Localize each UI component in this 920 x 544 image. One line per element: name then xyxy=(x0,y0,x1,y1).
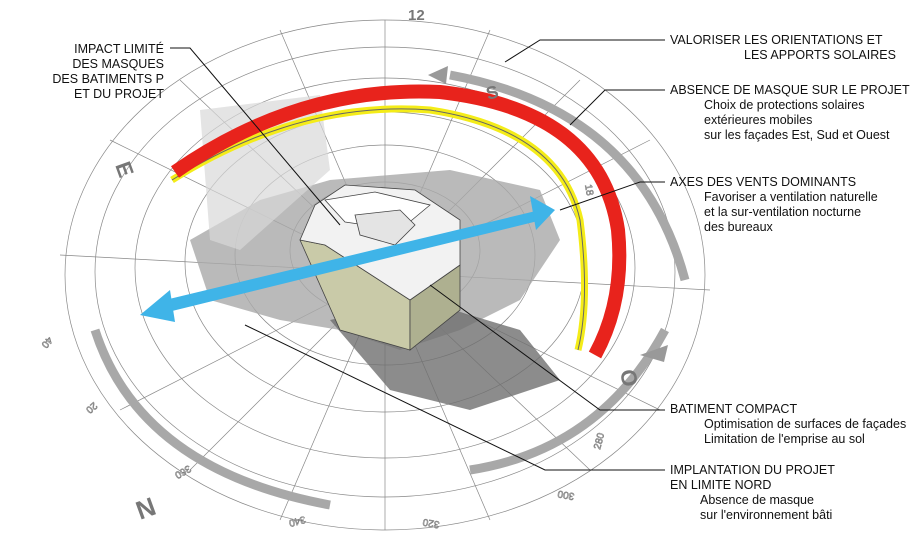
label-title: LES APPORTS SOLAIRES xyxy=(744,48,896,62)
label-impact-limite: IMPACT LIMITÉ DES MASQUES DES BATIMENTS … xyxy=(52,42,164,101)
compass-south: S xyxy=(484,81,501,103)
label-line: des bureaux xyxy=(704,220,773,234)
label-title: IMPLANTATION DU PROJET xyxy=(670,463,835,477)
hour-12: 12 xyxy=(408,7,425,24)
leader-lines xyxy=(170,39,665,471)
deg-300: 300 xyxy=(556,488,575,502)
deg-20: 20 xyxy=(83,399,99,415)
building xyxy=(299,184,461,351)
compass-east: E xyxy=(110,158,139,180)
label-title: AXES DES VENTS DOMINANTS xyxy=(670,175,857,189)
label-line: Limitation de l'emprise au sol xyxy=(704,432,865,446)
deg-320: 320 xyxy=(422,516,441,530)
label-line: et la sur-ventilation nocturne xyxy=(704,205,862,219)
label-absence-masque: ABSENCE DE MASQUE SUR LE PROJET Choix de… xyxy=(670,83,910,143)
label-line: sur les façades Est, Sud et Ouest xyxy=(704,128,890,142)
label-line: extérieures mobiles xyxy=(704,113,813,127)
deg-340: 340 xyxy=(287,513,306,528)
deg-280: 280 xyxy=(592,431,607,450)
compass-north: N xyxy=(132,491,160,526)
label-implantation: IMPLANTATION DU PROJET EN LIMITE NORD Ab… xyxy=(670,463,835,523)
label-orientations: VALORISER LES ORIENTATIONS ET LES APPORT… xyxy=(670,33,896,63)
label-line: Choix de protections solaires xyxy=(704,98,865,112)
label-line: Absence de masque xyxy=(700,493,814,507)
label-line: sur l'environnement bâti xyxy=(700,508,833,522)
compass-ring xyxy=(90,70,690,510)
label-batiment-compact: BATIMENT COMPACT Optimisation de surface… xyxy=(670,402,906,447)
deg-40: 40 xyxy=(38,334,54,350)
summer-sun-path xyxy=(171,84,627,359)
compass-west: O xyxy=(615,367,643,388)
label-title: ABSENCE DE MASQUE SUR LE PROJET xyxy=(670,83,910,97)
hour-18: 18 xyxy=(582,184,595,197)
label-line: Favoriser a ventilation naturelle xyxy=(704,190,878,204)
orientation-arrow-icon xyxy=(640,345,668,362)
label-title: EN LIMITE NORD xyxy=(670,478,772,492)
label-title: VALORISER LES ORIENTATIONS ET xyxy=(670,33,883,47)
label-vents: AXES DES VENTS DOMINANTS Favoriser a ven… xyxy=(670,175,878,235)
label-line: Optimisation de surfaces de façades xyxy=(704,417,907,431)
orientation-arrow-icon xyxy=(428,66,448,84)
wind-axis-arrow xyxy=(140,196,555,322)
label-title: BATIMENT COMPACT xyxy=(670,402,798,416)
deg-360: 360 xyxy=(172,462,192,480)
